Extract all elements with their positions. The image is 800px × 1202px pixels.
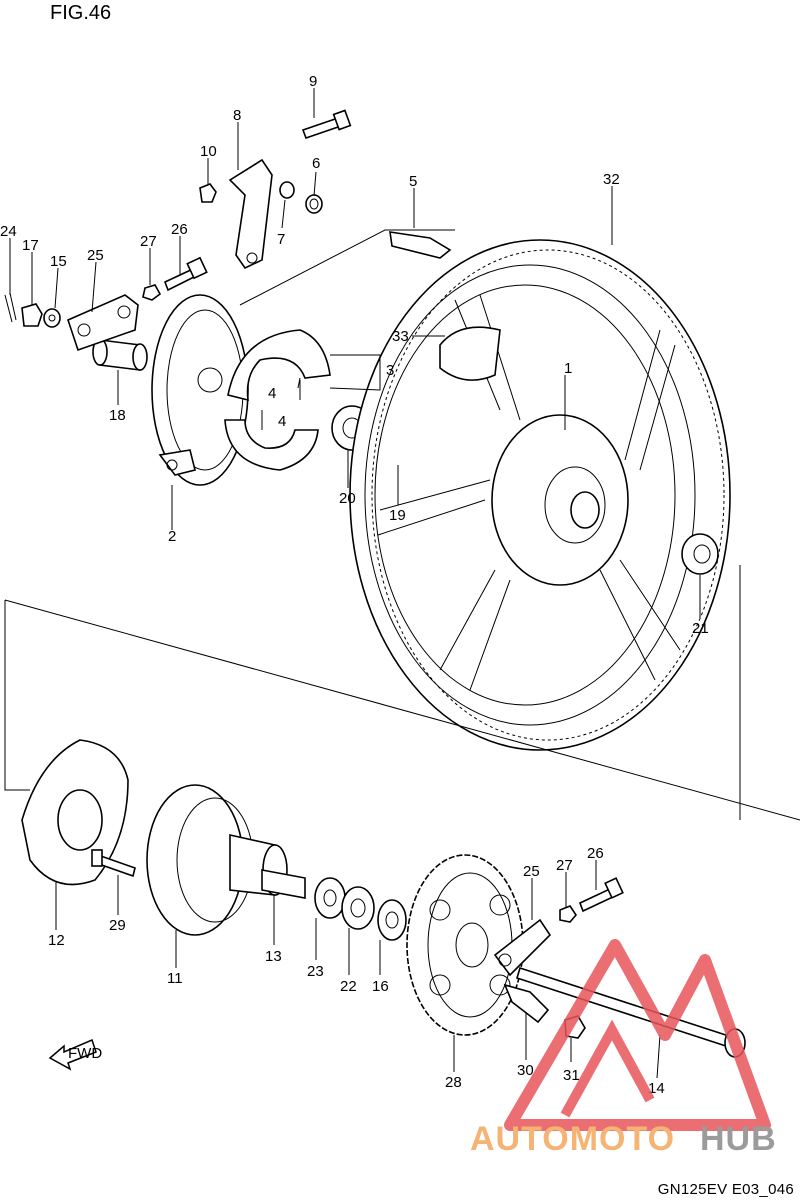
callout-29: 29 [109, 917, 126, 934]
callout-16: 16 [372, 978, 389, 995]
callout-3: 3 [386, 362, 394, 379]
watermark-brand-left: AUTOMOTO [470, 1120, 675, 1158]
callout-15: 15 [50, 253, 67, 270]
callout-27b: 27 [556, 857, 573, 874]
adjuster-30 [503, 983, 550, 1024]
spacer-13 [261, 869, 306, 899]
figure-title: FIG.46 [50, 2, 112, 24]
callout-19: 19 [389, 507, 406, 524]
callout-18: 18 [109, 407, 126, 424]
callout-8: 8 [233, 107, 241, 124]
callout-31: 31 [563, 1067, 580, 1084]
callout-22: 22 [340, 978, 357, 995]
callout-5: 5 [409, 173, 417, 190]
callout-25b: 25 [523, 863, 540, 880]
leader-lines [9, 88, 701, 1079]
callout-4a: 4 [268, 385, 276, 402]
sprocket-mounting-drum-11 [146, 784, 288, 936]
spacer-16 [377, 899, 407, 941]
callout-32: 32 [603, 171, 620, 188]
callout-1: 1 [564, 360, 572, 377]
bolt-26-nut-27 [142, 256, 208, 301]
damper-12 [21, 739, 129, 886]
torque-link-25b [493, 918, 552, 977]
cam-lever-8 [228, 158, 273, 270]
callout-11: 11 [167, 970, 183, 987]
automotohub-watermark-logo: AUTOMOTO HUB [470, 939, 777, 1158]
cast-wheel-1 [374, 284, 681, 706]
callout-23: 23 [307, 963, 324, 980]
nut-17-washer-15-pin-24 [4, 292, 61, 328]
drawing-code: GN125EV E03_046 [657, 1181, 794, 1198]
callout-33: 33 [392, 328, 409, 345]
callout-9: 9 [309, 73, 317, 90]
forward-direction-arrow: FWD [48, 1038, 102, 1071]
valve-5 [389, 231, 452, 259]
brake-shoes [224, 329, 331, 471]
bearing-21 [681, 533, 719, 575]
callout-26b: 26 [587, 845, 604, 862]
callout-24: 24 [0, 223, 17, 240]
bolt-26b-nut-27b [559, 877, 624, 923]
callout-14: 14 [648, 1080, 665, 1097]
torque-link-25 [67, 294, 139, 352]
rim-band-33 [439, 326, 501, 381]
callout-10: 10 [200, 143, 217, 160]
callout-27a: 27 [140, 233, 157, 250]
callout-13: 13 [265, 948, 282, 965]
callout-20: 20 [339, 490, 356, 507]
callout-6: 6 [312, 155, 320, 172]
callout-21: 21 [692, 620, 709, 637]
callout-4b: 4 [278, 413, 286, 430]
callout-17: 17 [22, 237, 39, 254]
bolt-29 [91, 849, 136, 878]
callout-26a: 26 [171, 221, 188, 238]
oil-seal-23-bearing-22 [314, 877, 375, 930]
watermark-brand-right: HUB [700, 1120, 777, 1158]
callout-30: 30 [517, 1062, 534, 1079]
fwd-label: FWD [68, 1045, 102, 1062]
callout-2: 2 [168, 528, 176, 545]
rear-sprocket-28 [406, 854, 524, 1036]
callout-12: 12 [48, 932, 65, 949]
callout-7: 7 [277, 231, 285, 248]
callout-25a: 25 [87, 247, 104, 264]
bolt-9 [301, 109, 352, 140]
callout-28: 28 [445, 1074, 462, 1091]
spacer-18 [92, 338, 148, 371]
